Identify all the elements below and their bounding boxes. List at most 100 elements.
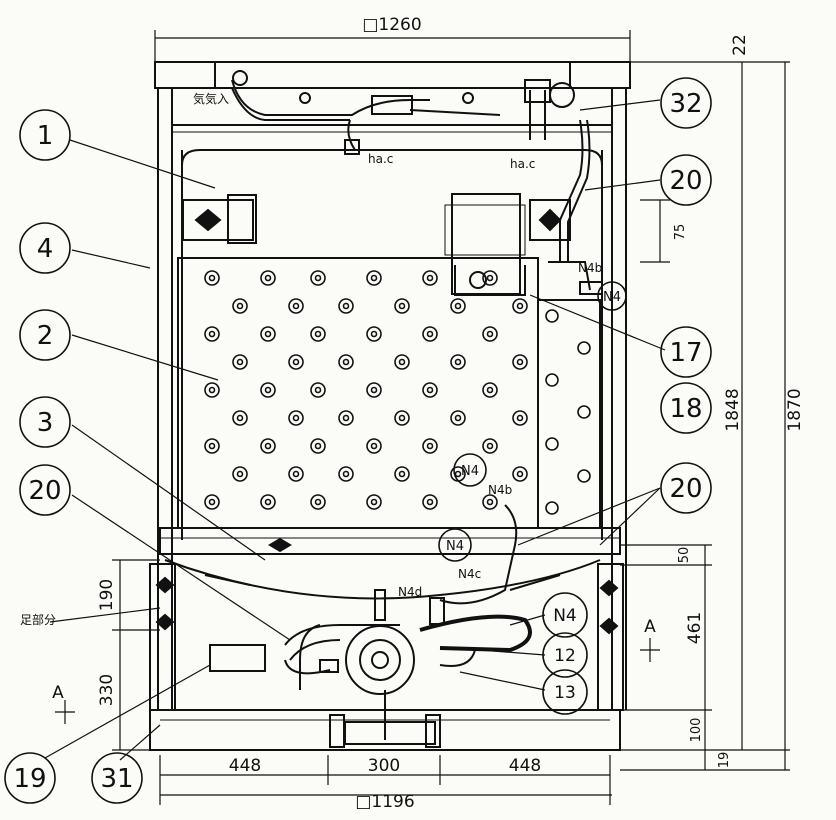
perforation-hole-center <box>292 302 300 310</box>
perforation-hole <box>288 410 304 426</box>
perforation-hole-center <box>398 414 406 422</box>
perforation-hole-center <box>314 442 322 450</box>
balloon-13: 13 <box>554 683 576 703</box>
perforation-hole <box>422 494 438 510</box>
leader-lines <box>44 99 666 761</box>
perforation-hole-center <box>454 414 462 422</box>
perforation-hole-center <box>486 498 494 506</box>
perforation-hole <box>422 326 438 342</box>
perforation-hole <box>512 298 528 314</box>
perforation-hole-center <box>342 358 350 366</box>
perforation-hole-center <box>208 386 216 394</box>
perforation-hole <box>422 270 438 286</box>
perforation-hole <box>260 494 276 510</box>
dim-bottom-width: □1196 <box>355 792 414 812</box>
perforation-hole-center <box>264 442 272 450</box>
dim-bottom-mid: 300 <box>368 756 400 776</box>
balloon-3: 3 <box>37 408 54 438</box>
dim-bottom-left: 448 <box>229 756 261 776</box>
balloon-2: 2 <box>37 321 54 351</box>
perforation-hole <box>512 410 528 426</box>
label-n4b-mid: N4b <box>488 483 512 497</box>
balloon-circles <box>4 77 712 804</box>
perforation-hole <box>204 382 220 398</box>
dim-right-100: 100 <box>689 718 704 743</box>
perforation-hole <box>310 382 326 398</box>
perforation-hole <box>204 494 220 510</box>
perforation-hole-center <box>426 274 434 282</box>
perforation-hole-center <box>208 330 216 338</box>
perforation-hole <box>482 270 498 286</box>
perforation-hole <box>545 437 559 451</box>
balloon-18: 18 <box>669 394 702 424</box>
label-n4-lower: N4 <box>446 539 464 554</box>
label-hac-right: ha.c <box>510 157 535 171</box>
perforation-hole <box>310 326 326 342</box>
perforation-hole-center <box>208 274 216 282</box>
top-piping <box>231 70 603 295</box>
perforation-hole <box>366 438 382 454</box>
perforation-hole-center <box>486 442 494 450</box>
perforation-hole <box>394 298 410 314</box>
perforation-hole-center <box>314 330 322 338</box>
perforation-hole-center <box>314 386 322 394</box>
perforation-hole-center <box>486 330 494 338</box>
perforation-hole <box>482 382 498 398</box>
perforation-hole <box>545 373 559 387</box>
perforation-hole-center <box>370 274 378 282</box>
perforation-hole <box>310 438 326 454</box>
perforation-hole-center <box>208 442 216 450</box>
balloon-32: 32 <box>669 89 702 119</box>
perforation-hole-center <box>264 274 272 282</box>
dim-left-330: 330 <box>97 674 117 706</box>
perforation-hole <box>310 494 326 510</box>
perforation-hole-center <box>370 498 378 506</box>
perforation-hole-center <box>516 414 524 422</box>
perforation-hole <box>366 326 382 342</box>
perforation-hole-center <box>454 358 462 366</box>
perforation-hole-center <box>516 470 524 478</box>
perforation-hole <box>450 410 466 426</box>
perforation-hole <box>482 326 498 342</box>
perforation-hole-center <box>398 358 406 366</box>
perforation-hole-center <box>516 302 524 310</box>
perforation-hole <box>260 438 276 454</box>
balloon-1: 1 <box>37 121 54 151</box>
perforation-hole <box>204 326 220 342</box>
perforation-hole <box>366 382 382 398</box>
perforation-hole <box>394 466 410 482</box>
dim-height-1848: 1848 <box>723 388 743 431</box>
perforation-hole-center <box>426 442 434 450</box>
label-hac-left: ha.c <box>368 152 393 166</box>
bottom-piping <box>155 504 619 748</box>
perforation-hole-center <box>342 302 350 310</box>
perforation-hole-center <box>342 414 350 422</box>
perforation-hole <box>338 410 354 426</box>
perforation-hole <box>232 354 248 370</box>
perforation-hole <box>232 466 248 482</box>
lifting-lugs <box>182 193 571 296</box>
perforation-hole <box>260 270 276 286</box>
label-foot: 足部分 <box>20 612 56 627</box>
perforation-hole <box>577 341 591 355</box>
balloon-12: 12 <box>554 646 576 666</box>
perforation-hole <box>512 466 528 482</box>
perforation-hole <box>545 501 559 515</box>
perforation-hole <box>288 354 304 370</box>
balloon-20-mid: 20 <box>669 474 702 504</box>
perforation-hole-center <box>292 414 300 422</box>
perforation-hole-center <box>264 330 272 338</box>
dim-right-19: 19 <box>717 752 732 769</box>
balloon-17: 17 <box>669 338 702 368</box>
perforation-hole-center <box>454 302 462 310</box>
perforation-hole <box>450 354 466 370</box>
dim-top-width: □1260 <box>362 15 421 35</box>
perforation-hole <box>577 469 591 483</box>
perforation-hole-center <box>426 330 434 338</box>
perforation-hole <box>232 410 248 426</box>
perforation-hole-center <box>236 302 244 310</box>
tank-frame <box>149 61 631 751</box>
perforation-hole-center <box>426 498 434 506</box>
dim-right-461: 461 <box>685 612 705 644</box>
